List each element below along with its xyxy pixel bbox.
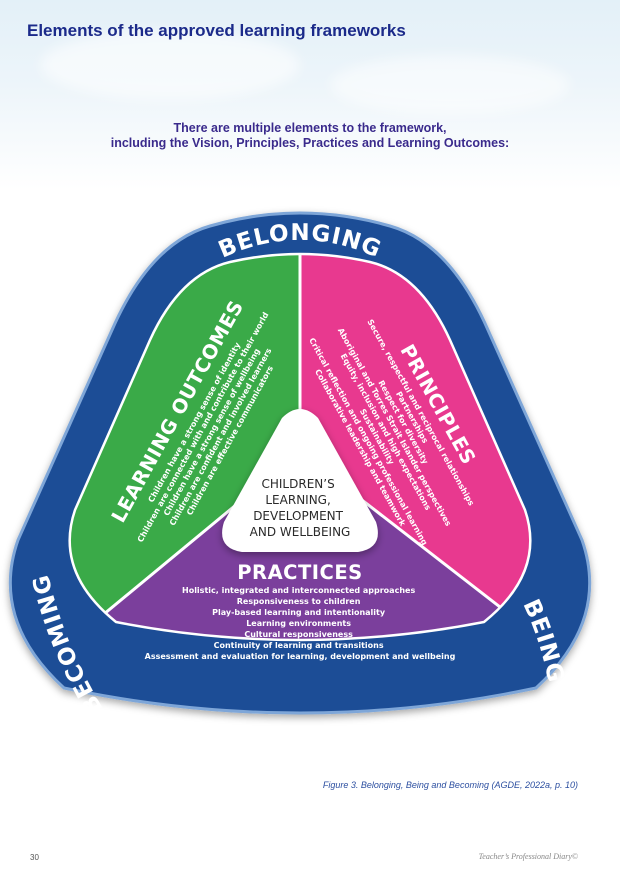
figure-caption: Figure 3. Belonging, Being and Becoming … [322,780,578,790]
practice-item: Play-based learning and intentionality [212,608,386,617]
center-line-4: AND WELLBEING [250,525,351,539]
page-number: 30 [30,853,39,862]
sky-background [0,0,620,190]
publication-title: Teacher’s Professional Diary© [478,852,578,861]
practice-item: Learning environments [246,619,351,628]
center-line-1: CHILDREN’S [261,477,334,491]
center-line-2: LEARNING, [265,493,330,507]
center-line-3: DEVELOPMENT [253,509,343,523]
practices-title: PRACTICES [237,561,362,584]
center-text: CHILDREN’S LEARNING, DEVELOPMENT AND WEL… [250,477,351,539]
center-triangle [222,409,378,552]
framework-diagram: CHILDREN’S LEARNING, DEVELOPMENT AND WEL… [8,211,592,719]
practice-item: Responsiveness to children [237,597,361,606]
intro-line-1: There are multiple elements to the frame… [173,121,447,135]
intro-text: There are multiple elements to the frame… [0,121,620,151]
practice-item: Cultural responsiveness [244,630,353,639]
practices-list: Holistic, integrated and interconnected … [145,586,456,661]
practices-block: PRACTICES Holistic, integrated and inter… [145,561,456,661]
page-title: Elements of the approved learning framew… [27,21,406,40]
practice-item: Holistic, integrated and interconnected … [182,586,415,595]
intro-line-2: including the Vision, Principles, Practi… [110,136,510,150]
practice-item: Assessment and evaluation for learning, … [145,652,456,661]
practice-item: Continuity of learning and transitions [214,641,384,650]
principles-sector [300,254,531,640]
